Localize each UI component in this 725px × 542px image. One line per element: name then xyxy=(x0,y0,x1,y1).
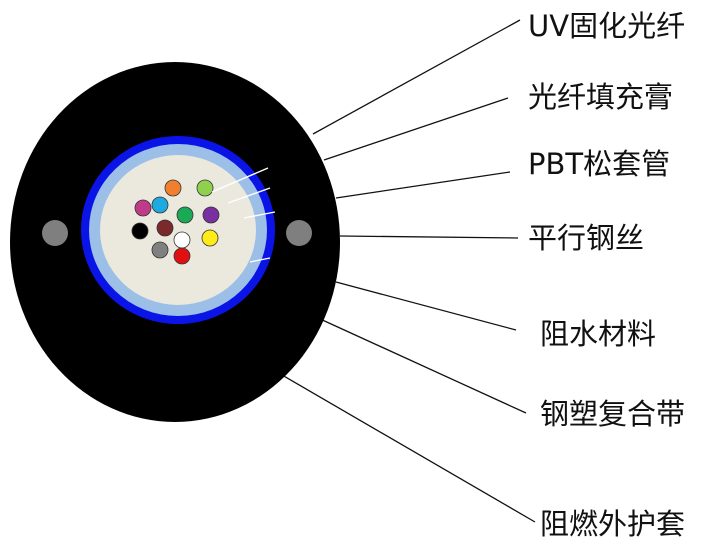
fiber-5 xyxy=(176,206,194,224)
label-steel-plastic-tape: 钢塑复合带 xyxy=(540,397,686,431)
leader-line-steel-tape xyxy=(317,317,527,414)
leader-line-loose-tube xyxy=(335,171,511,199)
leader-line-white-1 xyxy=(211,167,269,193)
steel-wire-left xyxy=(42,220,68,246)
fiber-7 xyxy=(131,222,149,240)
fiber-2 xyxy=(196,179,214,197)
leader-line-filling-gel xyxy=(323,97,509,161)
fiber-9 xyxy=(173,231,191,249)
label-water-blocking-material: 阻水材料 xyxy=(540,317,657,351)
leader-line-sheath xyxy=(269,367,536,523)
fiber-filling-gel-area xyxy=(100,155,256,305)
fiber-10 xyxy=(201,229,219,247)
fiber-6 xyxy=(202,206,220,224)
fiber-3 xyxy=(134,199,152,217)
fiber-8 xyxy=(156,219,174,237)
leader-line-uv-fiber xyxy=(312,19,521,135)
leader-line-white-4 xyxy=(249,257,271,263)
leader-line-water-block xyxy=(335,281,517,331)
optical-fibers xyxy=(131,179,220,265)
label-pbt-loose-tube: PBT松套管 xyxy=(528,147,671,181)
label-fiber-filling-gel: 光纤填充膏 xyxy=(528,80,674,114)
leader-line-steel-wire xyxy=(339,235,519,239)
fiber-11 xyxy=(151,241,169,259)
label-parallel-steel-wire: 平行钢丝 xyxy=(528,221,645,255)
fiber-1 xyxy=(164,179,182,197)
label-uv-cured-fiber: UV固化光纤 xyxy=(528,9,686,43)
label-flame-retardant-sheath: 阻燃外护套 xyxy=(540,507,686,541)
fiber-12 xyxy=(173,247,191,265)
fiber-4 xyxy=(151,196,169,214)
leader-line-white-3 xyxy=(243,211,276,219)
leader-line-white-2 xyxy=(227,187,271,204)
leader-lines xyxy=(11,19,536,523)
steel-wire-right xyxy=(286,220,312,246)
